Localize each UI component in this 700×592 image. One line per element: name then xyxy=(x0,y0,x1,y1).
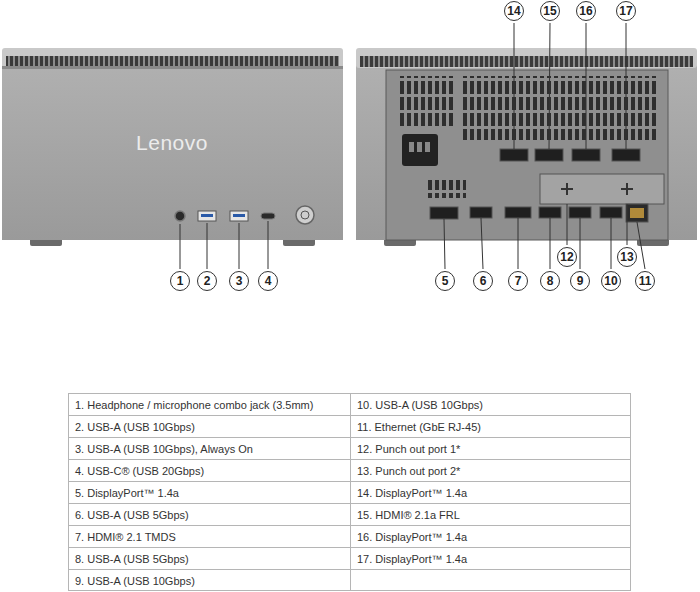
table-cell: 11. Ethernet (GbE RJ-45) xyxy=(351,416,481,438)
table-cell: 16. DisplayPort™ 1.4a xyxy=(351,526,467,548)
table-cell: 1. Headphone / microphone combo jack (3.… xyxy=(69,394,313,416)
table-cell: 7. HDMI® 2.1 TMDS xyxy=(69,526,176,548)
table-cell: 6. USB-A (USB 5Gbps) xyxy=(69,504,189,526)
table-cell: 4. USB-C® (USB 20Gbps) xyxy=(69,460,204,482)
callout-number: 2 xyxy=(197,271,217,291)
callout-number: 14 xyxy=(504,1,524,21)
table-cell: 13. Punch out port 2* xyxy=(351,460,460,482)
callout-number: 8 xyxy=(540,271,560,291)
table-cell: 5. DisplayPort™ 1.4a xyxy=(69,482,179,504)
brand-logo: Lenovo xyxy=(136,131,208,155)
table-cell: 2. USB-A (USB 10Gbps) xyxy=(69,416,195,438)
table-cell: 17. DisplayPort™ 1.4a xyxy=(351,548,467,570)
callout-number: 17 xyxy=(616,1,636,21)
callout-number: 15 xyxy=(540,1,560,21)
table-cell: 8. USB-A (USB 5Gbps) xyxy=(69,548,189,570)
callout-number: 12 xyxy=(557,247,577,267)
table-cell: 3. USB-A (USB 10Gbps), Always On xyxy=(69,438,253,460)
callout-number: 10 xyxy=(601,271,621,291)
table-cell: 9. USB-A (USB 10Gbps) xyxy=(69,570,195,592)
callout-number: 11 xyxy=(635,271,655,291)
table-cell: 12. Punch out port 1* xyxy=(351,438,460,460)
callout-number: 7 xyxy=(508,271,528,291)
callout-number: 3 xyxy=(229,271,249,291)
table-cell: 10. USB-A (USB 10Gbps) xyxy=(351,394,483,416)
callout-number: 5 xyxy=(435,271,455,291)
callout-number: 16 xyxy=(576,1,596,21)
callout-number: 13 xyxy=(617,247,637,267)
table-cell: 14. DisplayPort™ 1.4a xyxy=(351,482,467,504)
callout-number: 4 xyxy=(258,271,278,291)
callout-number: 6 xyxy=(473,271,493,291)
callout-number: 1 xyxy=(170,271,190,291)
callout-number: 9 xyxy=(570,271,590,291)
table-cell: 15. HDMI® 2.1a FRL xyxy=(351,504,460,526)
